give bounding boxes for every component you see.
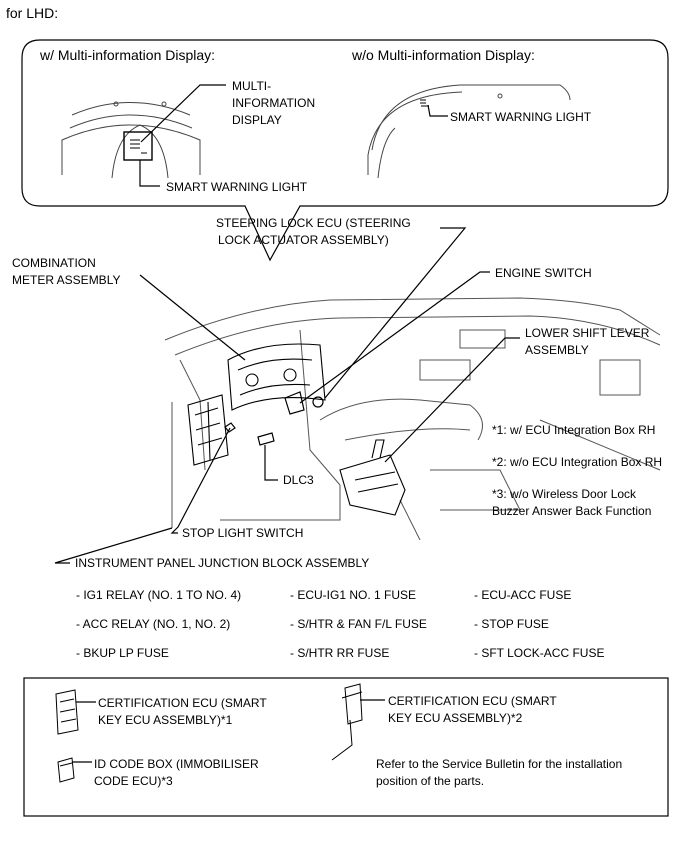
legend-frame (23, 677, 669, 817)
mid-label-2: INFORMATION (232, 96, 316, 110)
legend-cert2-drawing (331, 683, 363, 761)
combination-meter-label-2: METER ASSEMBLY (12, 273, 121, 287)
with-mid-title: w/ Multi-information Display: (40, 47, 216, 63)
lower-shift-lever-label-2: ASSEMBLY (525, 343, 589, 357)
steering-lock-label-2: LOCK ACTUATOR ASSEMBLY) (218, 233, 389, 247)
shift-lever-drawing (339, 439, 406, 516)
ipjb-label: INSTRUMENT PANEL JUNCTION BLOCK ASSEMBLY (75, 556, 370, 570)
component-row3-col3: - SFT LOCK-ACC FUSE (474, 646, 605, 660)
note-2: *2: w/o ECU Integration Box RH (492, 455, 663, 469)
component-row3-col1: - BKUP LP FUSE (76, 646, 169, 660)
combination-meter-label-1: COMBINATION (12, 256, 96, 270)
legend-refer-line-1: Refer to the Service Bulletin for the in… (376, 757, 623, 771)
dlc3-label: DLC3 (283, 473, 314, 487)
legend-idbox-line-2: CODE ECU)*3 (94, 774, 173, 788)
legend-cert1-line-2: KEY ECU ASSEMBLY)*1 (98, 713, 233, 727)
note-1: *1: w/ ECU Integration Box RH (492, 423, 656, 437)
legend-cert2-line-2: KEY ECU ASSEMBLY)*2 (388, 711, 523, 725)
legend-cert1-drawing (55, 689, 79, 735)
mid-label-3: DISPLAY (232, 113, 282, 127)
dlc3-drawing (257, 432, 275, 446)
legend-cert2-line-1: CERTIFICATION ECU (SMART (388, 694, 557, 708)
note-3-line-2: Buzzer Answer Back Function (492, 504, 652, 518)
cluster-with-mid (61, 101, 201, 179)
component-row3-col2: - S/HTR RR FUSE (290, 646, 390, 660)
without-mid-title: w/o Multi-information Display: (352, 47, 535, 63)
steering-lock-label-1: STEERING LOCK ECU (STEERING (216, 216, 411, 230)
component-row2-col2: - S/HTR & FAN F/L FUSE (290, 617, 427, 631)
callout-frame (21, 39, 669, 262)
combination-meter-drawing (227, 343, 326, 411)
component-row2-col1: - ACC RELAY (NO. 1, NO. 2) (76, 617, 231, 631)
legend-cert1-line-1: CERTIFICATION ECU (SMART (98, 696, 267, 710)
page-heading: for LHD: (6, 5, 59, 21)
legend-idbox-drawing (57, 757, 75, 783)
engine-switch-drawing (312, 396, 324, 408)
legend-refer-line-2: position of the parts. (376, 774, 485, 788)
steering-lock-drawing (284, 391, 305, 415)
smart-warning-right-label: SMART WARNING LIGHT (450, 110, 592, 124)
engine-switch-label: ENGINE SWITCH (495, 266, 592, 280)
note-3-line-1: *3: w/o Wireless Door Lock (492, 487, 637, 501)
smart-warning-left-label: SMART WARNING LIGHT (166, 180, 308, 194)
component-row1-col2: - ECU-IG1 NO. 1 FUSE (290, 588, 417, 602)
junction-block-drawing (187, 394, 229, 466)
component-row1-col3: - ECU-ACC FUSE (474, 588, 572, 602)
cluster-without-mid (367, 84, 571, 179)
component-row2-col3: - STOP FUSE (474, 617, 549, 631)
mid-label-1: MULTI- (232, 79, 272, 93)
component-row1-col1: - IG1 RELAY (NO. 1 TO NO. 4) (76, 588, 242, 602)
legend-idbox-line-1: ID CODE BOX (IMMOBILISER (94, 757, 259, 771)
dashboard-illustration (164, 297, 661, 541)
stop-light-switch-label: STOP LIGHT SWITCH (182, 526, 304, 540)
lower-shift-lever-label-1: LOWER SHIFT LEVER (525, 326, 650, 340)
